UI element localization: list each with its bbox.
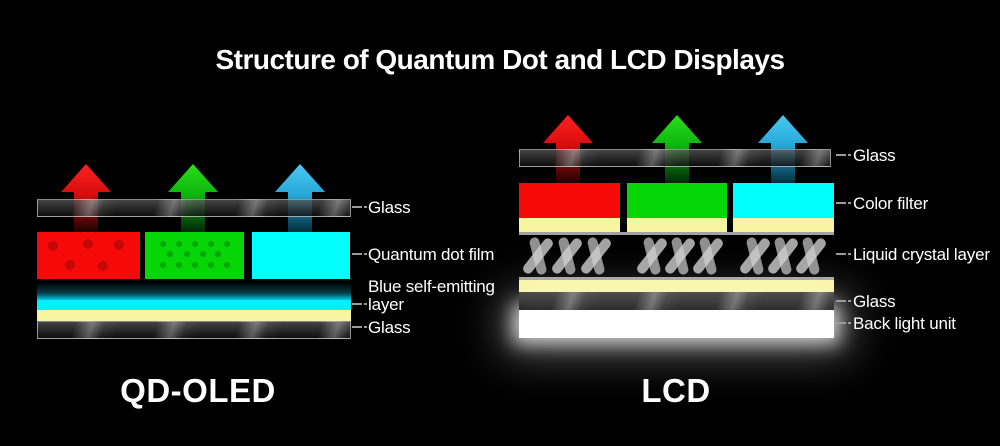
qd-cyan-up-arrow-icon	[275, 164, 325, 232]
page-title: Structure of Quantum Dot and LCD Display…	[215, 44, 785, 75]
qd-yellow-substrate	[37, 310, 351, 321]
liquid-crystal-icon	[741, 238, 769, 274]
qd-blue-emitting-gradient	[37, 283, 351, 300]
qd-green-up-arrow-icon	[168, 164, 218, 232]
leader-line	[836, 202, 851, 204]
leader-line	[836, 253, 851, 255]
liquid-crystal-icon	[694, 238, 722, 274]
qd-oled-caption: QD-OLED	[120, 372, 276, 409]
lcd-glass-top-label: Glass	[853, 146, 896, 165]
liquid-crystal-icon	[769, 238, 797, 274]
qd-blue-layer-label-line1: Blue self-emitting	[368, 277, 495, 296]
liquid-crystal-icon	[666, 238, 694, 274]
qd-film-label: Quantum dot film	[368, 245, 495, 264]
lcd-glass-topline	[519, 277, 834, 280]
lcd-yellow-substrate	[519, 280, 834, 292]
leader-line	[836, 154, 851, 156]
lcd-color-filter-red-segment	[519, 183, 620, 232]
qd-glass-bottom-label: Glass	[368, 318, 411, 337]
lcd-liquid-crystal-label: Liquid crystal layer	[853, 245, 990, 264]
qd-glass-top-layer	[37, 199, 351, 217]
qd-film-cyan-segment	[252, 232, 350, 279]
qd-blue-emitting-strip	[37, 300, 351, 310]
lcd-glass-top-layer	[519, 149, 831, 167]
qd-film-red-segment	[37, 232, 140, 279]
leader-line	[836, 300, 851, 302]
liquid-crystal-icon	[582, 238, 610, 274]
lcd-color-filter-cyan-segment	[733, 183, 834, 232]
lcd-backlight-layer	[519, 310, 834, 338]
leader-line	[352, 303, 367, 305]
liquid-crystal-icon	[524, 238, 552, 274]
lcd-color-filter-green-segment	[627, 183, 727, 232]
qd-glass-bottom-layer	[37, 321, 351, 339]
leader-line	[352, 253, 367, 255]
lcd-caption: LCD	[641, 372, 711, 409]
liquid-crystal-icon	[553, 238, 581, 274]
lcd-color-filter-label: Color filter	[853, 194, 929, 213]
leader-line	[352, 326, 367, 328]
lcd-glass-bottom-layer	[519, 292, 834, 310]
qd-blue-layer-label-line2: layer	[368, 295, 404, 314]
lcd-filter-baseline	[519, 232, 834, 235]
leader-line	[836, 322, 851, 324]
qd-red-up-arrow-icon	[61, 164, 111, 232]
lcd-glass-bottom-label: Glass	[853, 292, 896, 311]
qd-film-green-segment	[145, 232, 244, 279]
liquid-crystal-icon	[638, 238, 666, 274]
leader-line	[352, 206, 367, 208]
qd-glass-top-label: Glass	[368, 198, 411, 217]
lcd-backlight-label: Back light unit	[853, 314, 956, 333]
liquid-crystal-icon	[797, 238, 825, 274]
